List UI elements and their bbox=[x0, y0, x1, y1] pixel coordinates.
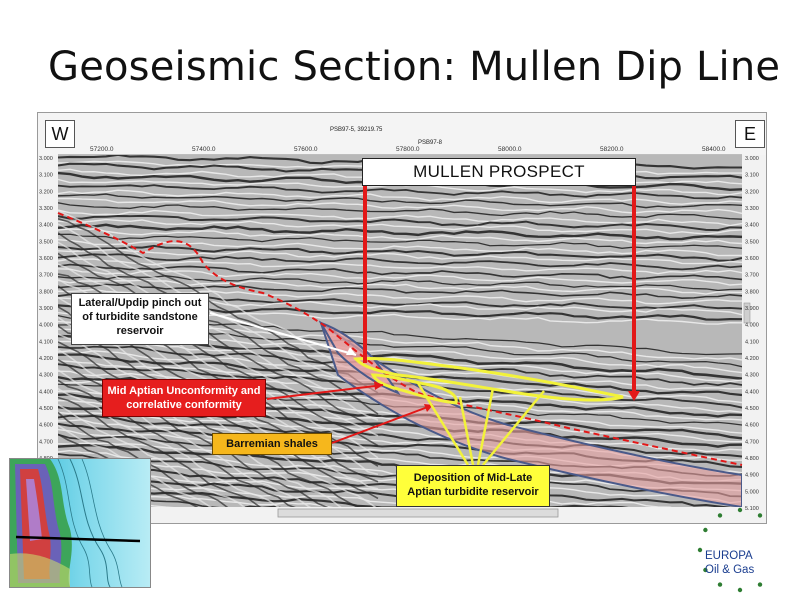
y-tick-label: 4.600 bbox=[39, 423, 53, 429]
horizontal-scrollbar[interactable] bbox=[277, 508, 559, 518]
y-tick-label: 4.400 bbox=[39, 389, 53, 395]
y-tick-label: 3.000 bbox=[745, 156, 759, 162]
logo-name: EUROPA bbox=[705, 550, 753, 562]
barremian-arrow bbox=[331, 404, 434, 444]
logo-star bbox=[703, 527, 708, 533]
y-tick-label: 4.000 bbox=[39, 323, 53, 329]
y-tick-label: 4.100 bbox=[39, 339, 53, 345]
x-tick-label: 57600.0 bbox=[294, 146, 318, 153]
y-tick-label: 3.300 bbox=[745, 206, 759, 212]
west-label: W bbox=[45, 120, 75, 148]
y-tick-label: 3.400 bbox=[39, 223, 53, 229]
logo-subtitle: Oil & Gas bbox=[705, 564, 755, 576]
europa-logo bbox=[697, 507, 763, 593]
unconformity-line bbox=[57, 212, 743, 466]
y-tick-label: 4.600 bbox=[745, 423, 759, 429]
deposition-arrows bbox=[416, 382, 545, 466]
pinch-out-annotation: Lateral/Updip pinch out of turbidite san… bbox=[71, 293, 209, 345]
logo-star bbox=[757, 582, 763, 587]
east-label: E bbox=[735, 120, 765, 148]
y-tick-label: 3.800 bbox=[745, 289, 759, 295]
y-tick-label: 4.500 bbox=[745, 406, 759, 412]
y-tick-label: 3.200 bbox=[39, 189, 53, 195]
y-tick-label: 3.800 bbox=[39, 289, 53, 295]
seismic-section: 57200.0 57400.0 57600.0 57800.0 58000.0 58200… bbox=[37, 112, 767, 524]
y-tick-label: 3.500 bbox=[39, 239, 53, 245]
deposition-annotation: Deposition of Mid-Late Aptian turbidite … bbox=[396, 465, 550, 507]
y-axis-ticks-right: 3.000 3.100 3.200 3.300 3.400 3.500 3.600 3.700… bbox=[745, 156, 759, 512]
y-tick-label: 4.200 bbox=[745, 356, 759, 362]
y-tick-label: 3.200 bbox=[745, 189, 759, 195]
x-axis-ticks: 57200.0 57400.0 57600.0 57800.0 58000.0 58200… bbox=[90, 146, 726, 153]
barremian-annotation: Barremian shales bbox=[212, 433, 332, 455]
logo-star bbox=[703, 567, 708, 573]
pinch-out-arrow bbox=[209, 312, 357, 356]
y-tick-label: 3.100 bbox=[39, 173, 53, 179]
y-tick-label: 4.900 bbox=[745, 473, 759, 479]
header-trace-label: PSB97-5, 39219.75 bbox=[330, 127, 383, 133]
y-tick-label: 4.300 bbox=[745, 373, 759, 379]
unconformity-arrow bbox=[266, 384, 384, 400]
y-tick-label: 3.100 bbox=[745, 173, 759, 179]
x-tick-label: 57200.0 bbox=[90, 146, 114, 153]
y-tick-label: 3.600 bbox=[39, 256, 53, 262]
header-trace-label-2: PSB97-8 bbox=[418, 140, 443, 146]
y-tick-label: 3.000 bbox=[39, 156, 53, 162]
logo-star bbox=[717, 513, 723, 518]
y-tick-label: 5.100 bbox=[745, 506, 759, 512]
y-tick-label: 4.200 bbox=[39, 356, 53, 362]
logo-star bbox=[697, 547, 703, 553]
y-tick-label: 4.100 bbox=[745, 339, 759, 345]
x-tick-label: 57400.0 bbox=[192, 146, 216, 153]
mullen-prospect-label: MULLEN PROSPECT bbox=[362, 158, 636, 186]
x-tick-label: 58200.0 bbox=[600, 146, 624, 153]
y-tick-label: 3.300 bbox=[39, 206, 53, 212]
y-tick-label: 4.300 bbox=[39, 373, 53, 379]
y-tick-label: 3.500 bbox=[745, 239, 759, 245]
y-tick-label: 4.500 bbox=[39, 406, 53, 412]
y-tick-label: 4.000 bbox=[745, 323, 759, 329]
logo-star bbox=[737, 587, 743, 593]
y-tick-label: 4.700 bbox=[39, 439, 53, 445]
y-tick-label: 3.400 bbox=[745, 223, 759, 229]
logo-star bbox=[757, 513, 763, 518]
y-tick-label: 3.900 bbox=[39, 306, 53, 312]
logo-star bbox=[717, 582, 723, 587]
seismic-section-image: 57200.0 57400.0 57600.0 57800.0 58000.0 58200… bbox=[38, 113, 766, 518]
logo-star bbox=[737, 507, 743, 513]
y-tick-label: 3.600 bbox=[745, 256, 759, 262]
x-tick-label: 58000.0 bbox=[498, 146, 522, 153]
y-tick-label: 5.000 bbox=[745, 489, 759, 495]
unconformity-annotation: Mid Aptian Unconformity and correlative … bbox=[102, 379, 266, 417]
y-tick-label: 4.400 bbox=[745, 389, 759, 395]
turbidite-outline-upper bbox=[352, 356, 624, 402]
location-inset-map bbox=[9, 458, 151, 588]
logo-text: EUROPA Oil & Gas bbox=[705, 549, 754, 577]
y-tick-label: 3.700 bbox=[745, 273, 759, 279]
x-tick-label: 58400.0 bbox=[702, 146, 726, 153]
x-tick-label: 57800.0 bbox=[396, 146, 420, 153]
y-tick-label: 3.900 bbox=[745, 306, 759, 312]
turbidite-outline-lower bbox=[370, 373, 458, 405]
y-tick-label: 4.800 bbox=[745, 456, 759, 462]
y-tick-label: 4.700 bbox=[745, 439, 759, 445]
slide-title: Geoseismic Section: Mullen Dip Line bbox=[48, 44, 781, 90]
y-tick-label: 3.700 bbox=[39, 273, 53, 279]
